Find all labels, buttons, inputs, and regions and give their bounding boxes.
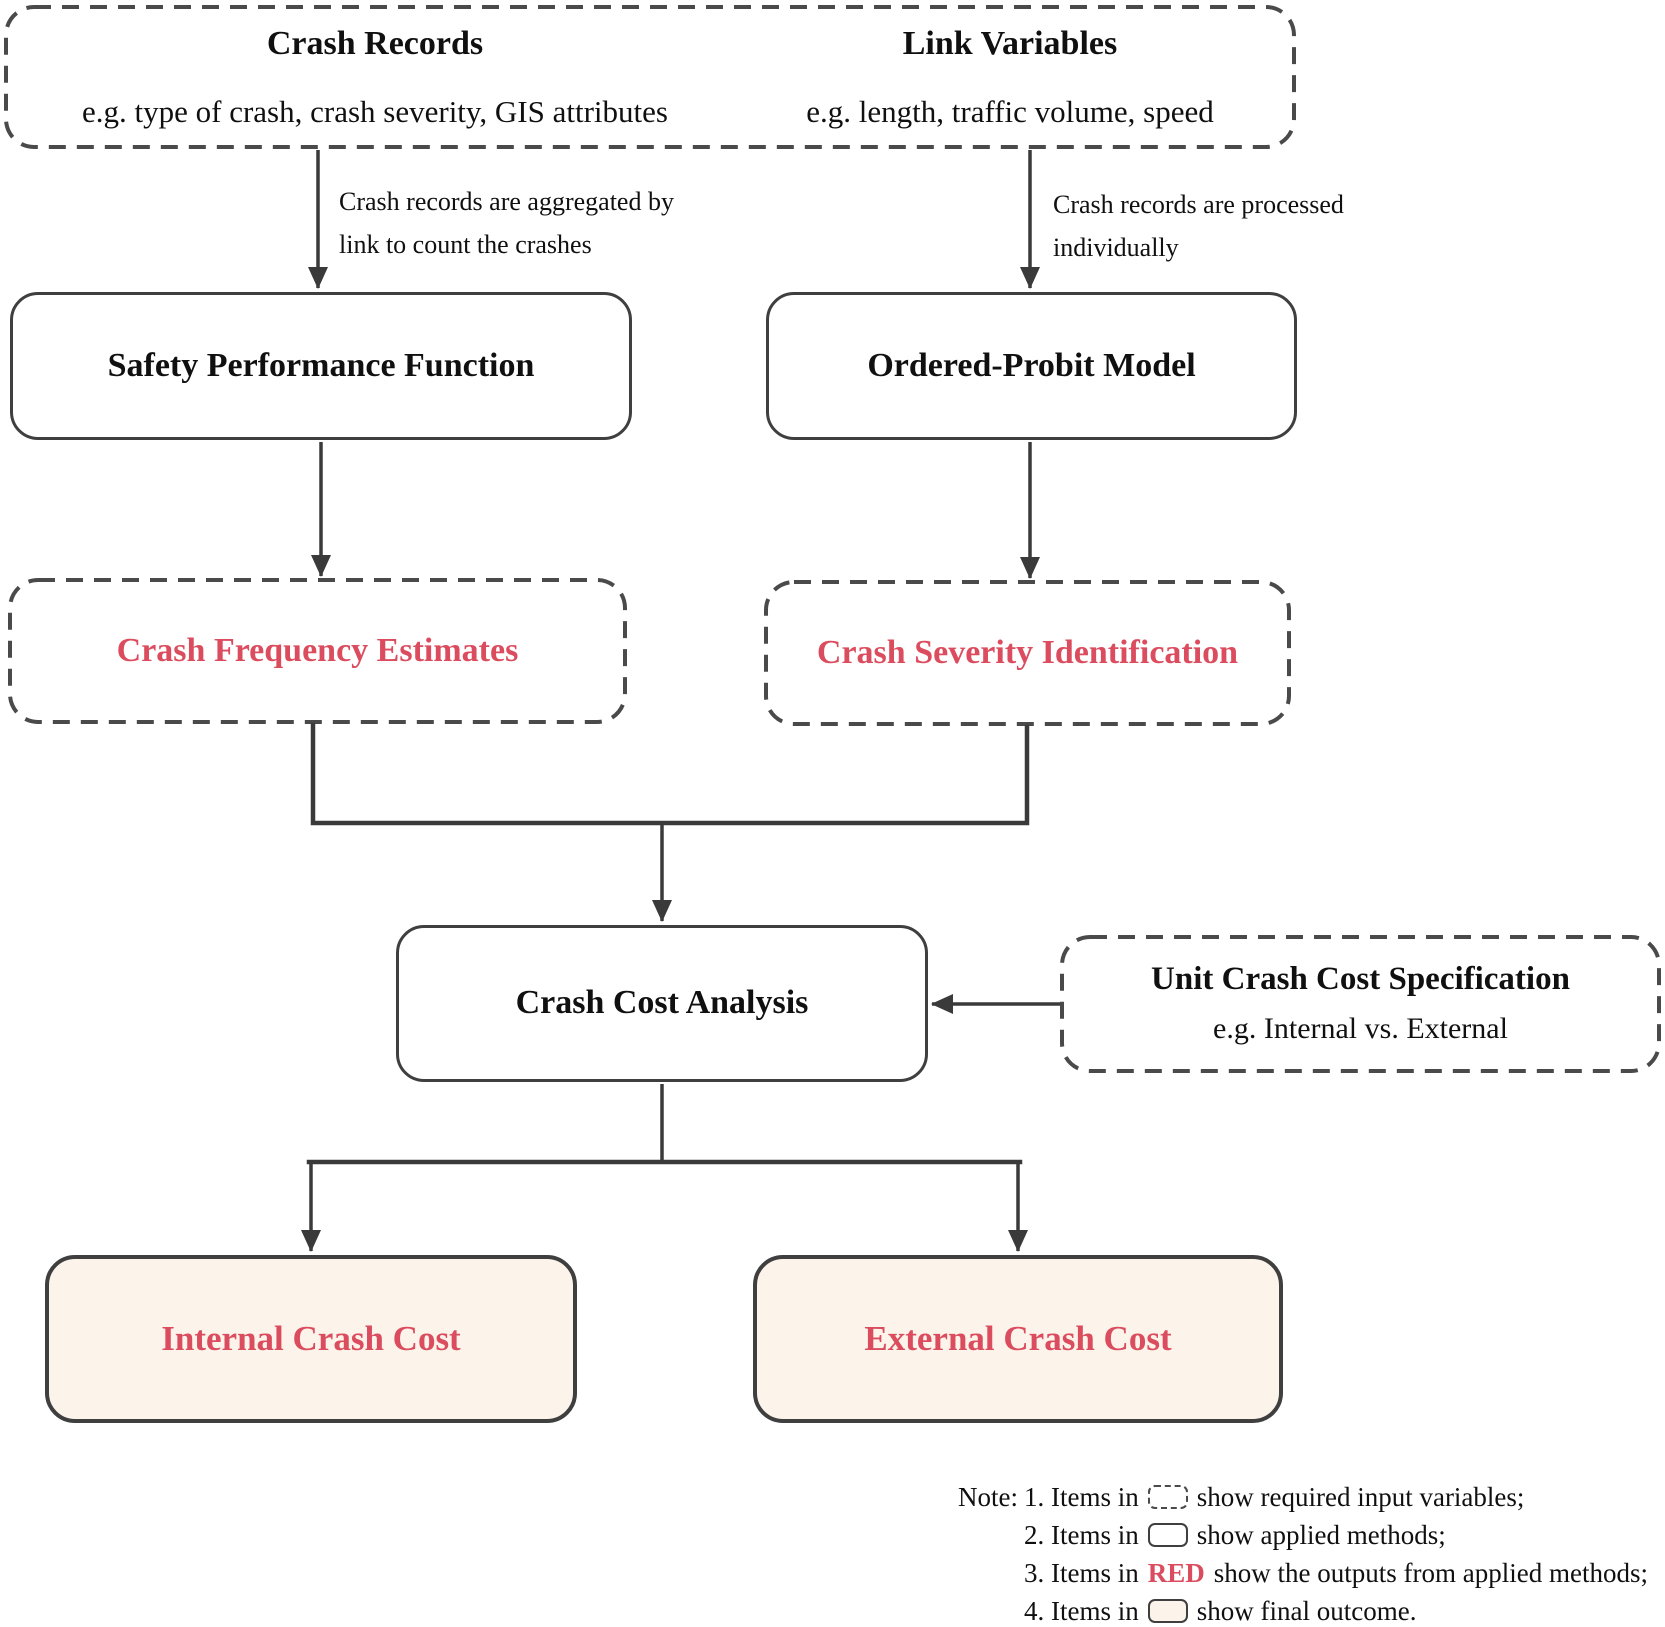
crash-severity-identification-box-border [764,580,1291,726]
safety-performance-function-label: Safety Performance Function [107,346,535,384]
crash-severity-identification-label: Crash Severity Identification [816,633,1239,671]
external-crash-cost-label: External Crash Cost [864,1319,1172,1358]
safety-performance-function-box: Safety Performance Function [10,292,632,440]
unit-crash-cost-title: Unit Crash Cost Specification [1151,961,1570,998]
solid-box-icon [1147,1523,1188,1547]
crash-frequency-estimates-box: Crash Frequency Estimates [10,580,625,722]
internal-crash-cost-label: Internal Crash Cost [161,1319,461,1358]
crash-frequency-estimates-label: Crash Frequency Estimates [116,631,519,669]
annotation-processed-individually: Crash records are processed individually [1053,190,1344,262]
crash-severity-identification-box: Crash Severity Identification [766,582,1289,724]
link-variables-title: Link Variables [902,25,1118,62]
crash-records-group: Crash Records e.g. type of crash, crash … [30,20,720,136]
note-line-1: Note: 1. Items in show required input va… [958,1481,1525,1512]
ordered-probit-model-label: Ordered-Probit Model [867,346,1196,384]
link-variables-group: Link Variables e.g. length, traffic volu… [740,20,1280,136]
link-variables-subtitle: e.g. length, traffic volume, speed [806,94,1214,130]
red-highlight: RED [1147,1557,1205,1588]
crash-records-title: Crash Records [266,25,484,62]
external-crash-cost-box: External Crash Cost [753,1255,1283,1423]
connector-outputs-merge [310,722,1030,826]
crash-frequency-estimates-box-border [8,578,627,724]
unit-crash-cost-subtitle: e.g. Internal vs. External [1213,1012,1508,1046]
ordered-probit-model-box: Ordered-Probit Model [766,292,1297,440]
filled-box-icon [1147,1599,1188,1623]
dashed-box-icon [1147,1485,1188,1509]
note-line-4: 4. Items in show final outcome. [1024,1595,1417,1626]
crash-cost-analysis-box: Crash Cost Analysis [396,925,928,1082]
note-prefix: Note: [958,1481,1018,1512]
unit-crash-cost-box-border [1060,935,1661,1073]
annotation-aggregated-by-link: Crash records are aggregated by link to … [339,187,674,259]
internal-crash-cost-box: Internal Crash Cost [45,1255,577,1423]
unit-crash-cost-box: Unit Crash Cost Specification e.g. Inter… [1062,937,1659,1071]
crash-cost-analysis-label: Crash Cost Analysis [515,984,809,1022]
crash-records-subtitle: e.g. type of crash, crash severity, GIS … [82,94,668,130]
note-legend: Note: 1. Items in show required input va… [958,1478,1658,1627]
input-variables-box-border [4,5,1296,149]
note-line-3: 3. Items in RED show the outputs from ap… [1024,1557,1648,1588]
note-line-2: 2. Items in show applied methods; [1024,1519,1446,1550]
